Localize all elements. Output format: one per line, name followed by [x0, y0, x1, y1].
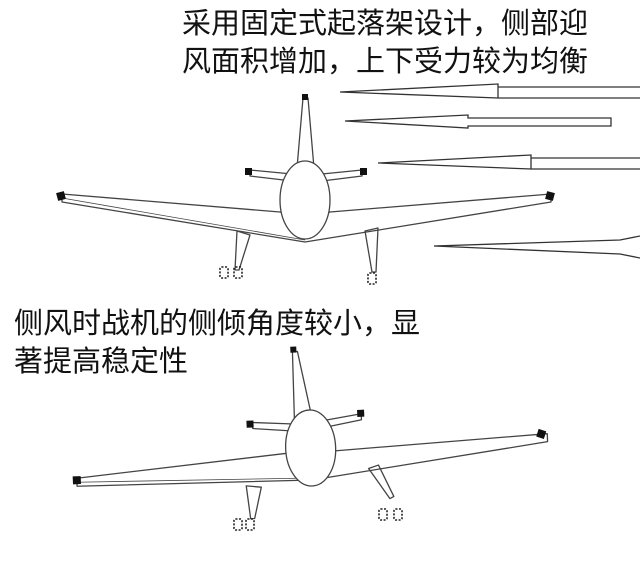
arrow-2	[344, 114, 612, 129]
fuselage-bottom	[284, 409, 337, 487]
gear-right-bottom	[367, 464, 395, 500]
caption-top: 采用固定式起落架设计，侧部迎 风面积增加，上下受力较为均衡	[182, 4, 637, 80]
caption-top-line1: 采用固定式起落架设计，侧部迎	[182, 6, 589, 40]
caption-bottom: 侧风时战机的侧倾角度较小，显 著提高稳定性	[14, 304, 464, 380]
wheels-bottom	[233, 508, 403, 531]
aircraft-top	[56, 94, 555, 273]
caption-bottom-line1: 侧风时战机的侧倾角度较小，显	[14, 306, 421, 340]
wheels-top	[219, 266, 377, 285]
tail-fin-top	[296, 97, 315, 169]
arrow-3	[377, 154, 640, 170]
caption-top-line2: 风面积增加，上下受力较为均衡	[182, 44, 589, 78]
crosswind-arrows	[339, 83, 640, 259]
arrow-1	[339, 83, 640, 99]
caption-bottom-line2: 著提高稳定性	[14, 344, 189, 378]
gear-left-bottom	[245, 485, 262, 520]
arrow-4	[433, 235, 640, 259]
fuselage-top	[279, 160, 331, 240]
aircraft-bottom	[72, 346, 549, 520]
gear-left-top	[234, 230, 251, 271]
gear-right-top	[364, 227, 379, 273]
tail-tip-bottom	[290, 346, 297, 353]
tail-tip-top	[302, 94, 308, 100]
